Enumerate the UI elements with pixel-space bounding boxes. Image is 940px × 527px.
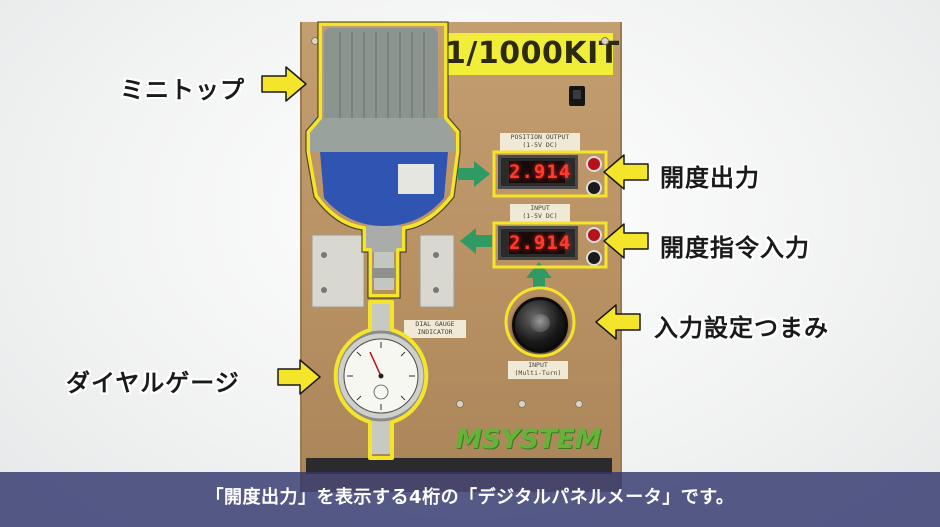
bracket-bolt: [321, 287, 327, 293]
knob-input-label: INPUT (Multi-Turn): [508, 361, 568, 379]
dial-gauge-label: DIAL GAUGE INDICATOR: [404, 320, 466, 338]
input-jack-black: [586, 250, 602, 266]
kit-label: 1/1000KIT: [445, 33, 619, 75]
input-jack-red: [586, 227, 602, 243]
dial-gauge-stem-bottom: [372, 414, 390, 454]
bracket-bolt: [433, 287, 439, 293]
dial-gauge-highlight-outline: [333, 300, 429, 460]
subtitle-bar: [0, 472, 940, 527]
dial-gauge-subdial: [373, 384, 389, 400]
power-switch: [569, 86, 585, 106]
green-arrow-to-output-meter: [458, 161, 490, 187]
dial-gauge-needle: [369, 351, 382, 377]
position-output-meter: 2.914: [498, 155, 578, 189]
panel-screw: [518, 400, 526, 408]
arrow-input-setting-knob: [595, 304, 641, 340]
label-opening-output: 開度出力: [660, 164, 760, 192]
left-bracket: [311, 234, 365, 308]
bracket-bolt: [321, 252, 327, 258]
label-dial-gauge: ダイヤルゲージ: [66, 369, 240, 397]
position-output-digits: 2.914: [509, 161, 572, 183]
panel-screw: [601, 37, 609, 45]
input-meter-highlight: [492, 221, 608, 269]
input-digits: 2.914: [509, 232, 572, 254]
arrow-opening-output: [603, 154, 649, 190]
knob-highlight: [504, 286, 576, 358]
dial-gauge-hub: [378, 373, 384, 379]
label-minitop: ミニトップ: [120, 76, 245, 104]
bracket-bolt: [433, 252, 439, 258]
label-input-setting-knob: 入力設定つまみ: [654, 314, 829, 342]
green-arrow-from-input-meter: [460, 228, 492, 254]
actuator-shaft-end: [370, 268, 398, 278]
minitop-actuator: [306, 28, 456, 290]
minitop-highlight-shadow: [305, 21, 461, 299]
dial-gauge: [335, 330, 427, 422]
arrow-opening-command-input: [603, 223, 649, 259]
actuator-gray-skirt: [306, 118, 456, 152]
right-bracket: [419, 234, 455, 308]
output-jack-red: [586, 156, 602, 172]
green-arrow-knob-to-meter: [526, 262, 552, 290]
input-label: INPUT (1-5V DC): [510, 204, 570, 222]
label-opening-command-input: 開度指令入力: [660, 234, 810, 262]
panel-screw: [456, 400, 464, 408]
subtitle-text: 「開度出力」を表示する4桁の「デジタルパネルメータ」です。: [205, 487, 735, 508]
input-meter: 2.914: [498, 226, 578, 260]
actuator-shaft-collar: [366, 226, 402, 252]
input-setting-knob: [512, 297, 568, 353]
output-meter-highlight: [492, 150, 608, 198]
minitop-highlight-outline: [306, 22, 460, 298]
brand-logo: MSYSTEM: [455, 424, 601, 455]
dial-gauge-stem-top: [372, 300, 390, 334]
device-base-grille: [306, 458, 612, 474]
arrow-minitop: [261, 66, 307, 102]
panel-screw: [575, 400, 583, 408]
position-output-label: POSITION OUTPUT (1-5V DC): [500, 133, 580, 151]
actuator-nameplate: [398, 164, 434, 194]
arrow-dial-gauge: [277, 359, 321, 395]
